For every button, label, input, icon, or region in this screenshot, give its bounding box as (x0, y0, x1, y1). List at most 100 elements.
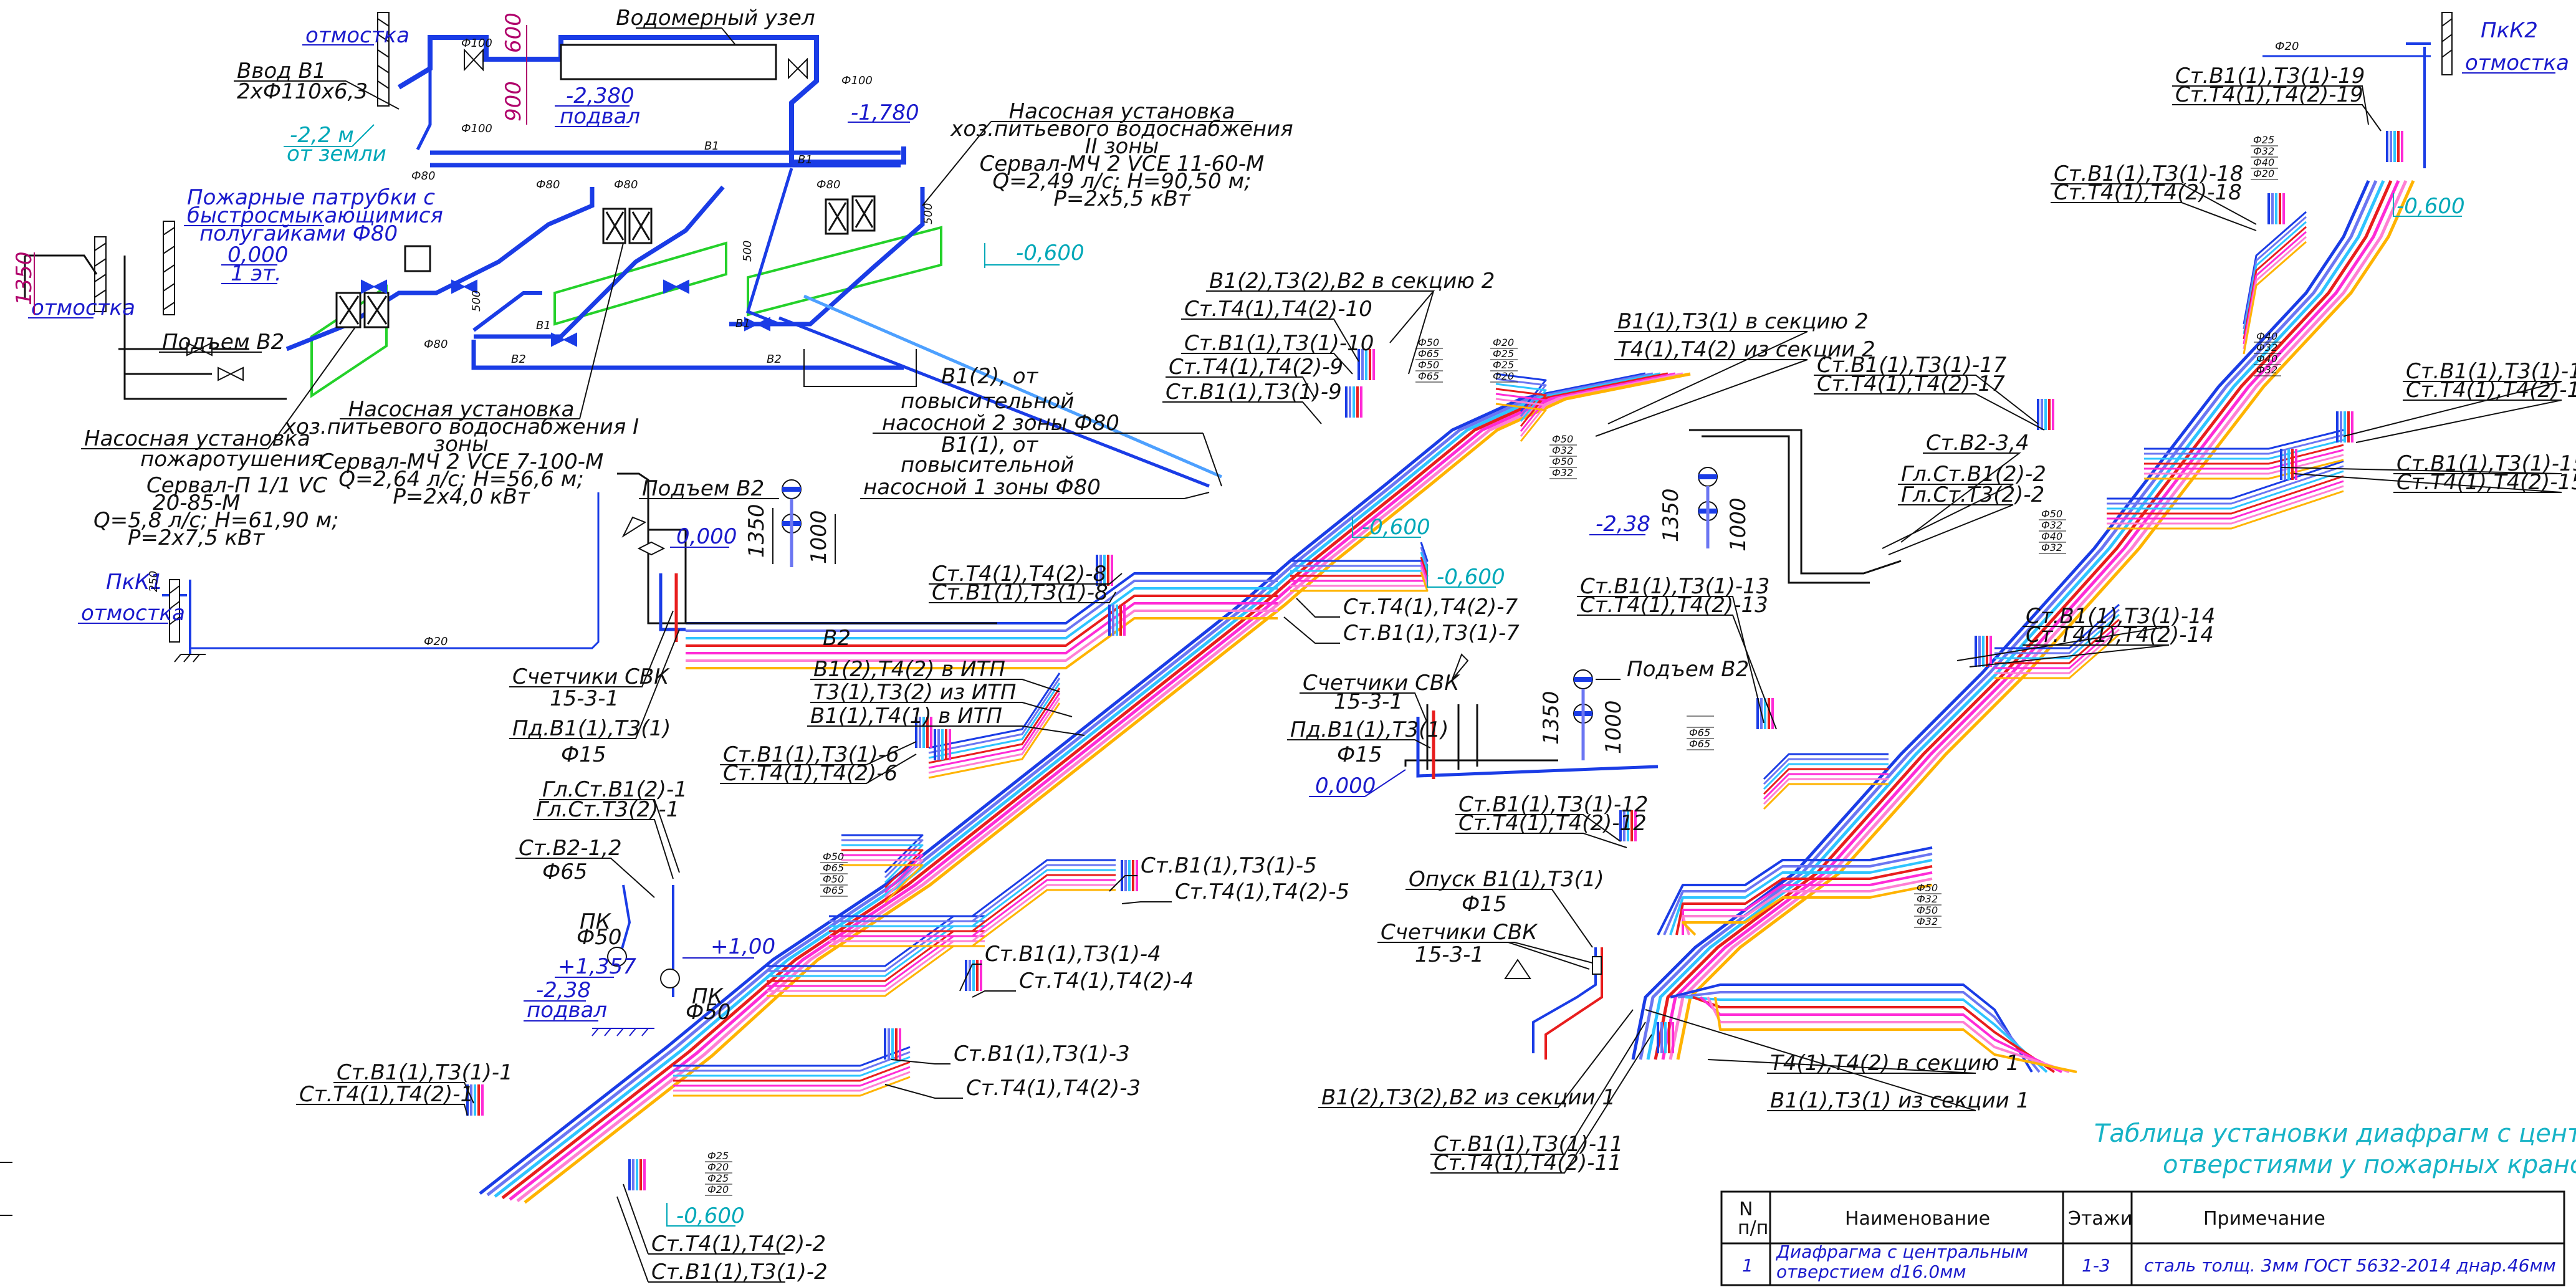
feed-b11-line1: В1(1), от (941, 433, 1039, 457)
meter-number: 15-3-1 (1415, 942, 1484, 967)
table-title-1: Таблица установки диафрагм с центральным… (2094, 1119, 2576, 1148)
pipe-t4-2-branch (1495, 403, 1547, 442)
label-b1-12: Ст.В1(1),Т3(1)-12 (1458, 792, 1648, 817)
label-b1-16: Ст.В1(1),Т3(1)-16 (2406, 359, 2576, 384)
diameter-label: Ф32 (1917, 893, 1938, 905)
drop-label: Опуск В1(1),Т3(1) (1409, 867, 1604, 892)
pipe-t4 (686, 610, 1278, 662)
dim-label: 600 (501, 12, 526, 53)
table-title-2: отверстиями у пожарных кранов (2163, 1151, 2576, 1179)
pipe-b2 (686, 580, 1278, 632)
fire-inlets-label-1: Пожарные патрубки с (187, 185, 435, 210)
pk-diameter: Ф50 (686, 1000, 731, 1025)
label-t4-1: Ст.Т4(1),Т4(2)-1 (299, 1082, 474, 1107)
table-col-n: N (1739, 1198, 1753, 1220)
label-f65: Ф65 (542, 859, 588, 884)
label-itp-t31: Т3(1),Т3(2) из ИТП (813, 680, 1017, 705)
b2-line-label: В2 (767, 353, 782, 366)
label-t4-sec1: Т4(1),Т4(2) в секцию 1 (1770, 1051, 2019, 1076)
pipe-t4-branch (928, 697, 1061, 774)
pipe-t4-branch (829, 884, 1116, 942)
label-sec1-return: В1(2),Т3(2),В2 из секции 1 (1321, 1085, 1616, 1110)
diameter-label: Ф32 (1552, 467, 1573, 479)
depth-label: -2,2 м (290, 123, 354, 148)
dim-label: 1350 (12, 251, 37, 305)
table-row1-n: 1 (1742, 1255, 1753, 1276)
diameter-label: Ф40 (2041, 530, 2062, 542)
pipe-t3-branch (928, 687, 1061, 764)
fire-pump-title: Насосная установка (84, 426, 310, 451)
pipe-t4 (1707, 997, 2070, 1073)
fire-pump-power: P=2х7,5 кВт (128, 525, 265, 550)
pipe-t4-2 (1676, 179, 2415, 1060)
b2-line-label: В2 (511, 353, 526, 366)
dim-label: 250 (147, 571, 160, 592)
level-label: 0,000 (1315, 773, 1376, 798)
label-gl-b12-2: Гл.Ст.В1(2)-2 (1901, 462, 2046, 487)
dim-label: 500 (470, 290, 483, 312)
pipe-t3-branch (1495, 388, 1547, 427)
label-b1-7: Ст.В1(1),Т3(1)-7 (1343, 621, 1520, 646)
pipe-t3-2-branch (1763, 773, 1889, 800)
pipe-t4-2-branch (2144, 459, 2344, 480)
main-pipe-bundle (479, 372, 1691, 1204)
pipe-b1-2-branch (928, 682, 1061, 759)
label-b1-sec2: В1(1),Т3(1) в секцию 2 (1617, 309, 1869, 334)
dia-label: Ф100 (461, 37, 492, 50)
pipe-b1-branch (1290, 542, 1429, 562)
diameter-label: Ф32 (1917, 916, 1938, 927)
pk2-label: ПкК2 (2481, 18, 2538, 43)
table-row1-note: сталь толщ. 3мм ГОСТ 5632-2014 днар.46мм (2144, 1255, 2556, 1276)
label-t4-3: Ст.Т4(1),Т4(2)-3 (966, 1076, 1141, 1101)
label-sec2-supply: В1(2),Т3(2),В2 в секцию 2 (1209, 269, 1495, 294)
pipe-b2-branch (2107, 465, 2344, 505)
water-meter-node: В1 В1 Ф100 Ф100 Ф100 Ф80 Водомерный узел… (234, 6, 919, 183)
dia-label: Ф80 (816, 178, 840, 191)
pipe-t4-branch (673, 1071, 911, 1092)
dia-label: Ф100 (841, 74, 873, 87)
pipe-b1-branch (1763, 753, 1889, 780)
pipe-t4-2-branch (2107, 490, 2344, 530)
pk-label: ПК (692, 984, 724, 1009)
dia-label: Ф20 (424, 635, 448, 648)
dia-label: Ф100 (461, 122, 492, 135)
fire-pump-purpose: пожаротушения (140, 447, 323, 472)
feed-b11-line2: повысительной (901, 452, 1074, 477)
pipe-b1 (479, 372, 1646, 1195)
diameter-label: Ф65 (1418, 370, 1439, 382)
b1-line-label: В1 (704, 140, 719, 153)
diameter-label: Ф50 (1418, 359, 1439, 371)
pipe-t3-branch (673, 1061, 911, 1082)
level-label: -0,600 (676, 1203, 745, 1228)
label-t4-4: Ст.Т4(1),Т4(2)-4 (1019, 969, 1194, 993)
pipe-t3-2-branch (841, 854, 924, 894)
level-label: -2,38 (1596, 512, 1650, 537)
pipe-t3 (1675, 865, 1933, 935)
diameter-label: Ф65 (1418, 348, 1439, 360)
diameter-label: Ф65 (1689, 727, 1710, 739)
pump1-model: Сервал-МЧ 2 VCE 7-100-М (319, 449, 604, 474)
level-label: +1,00 (711, 934, 775, 959)
fire-pump-model: Сервал-П 1/1 VC (146, 473, 327, 498)
feed-b12-line2: повысительной (901, 389, 1074, 414)
pipe-t3-branch (829, 874, 1116, 932)
b1-line-label: В1 (798, 153, 813, 166)
pipe-t3-2-branch (829, 879, 1116, 937)
pipe-b1-2 (1646, 179, 2385, 1060)
pipe-b1-2-branch (1495, 383, 1547, 422)
pump1-zone: зоны (434, 432, 489, 457)
pipe-t3-2 (1661, 179, 2400, 1060)
level-label: +1,357 (558, 954, 636, 979)
level-label: -0,600 (1016, 241, 1085, 266)
basement-label: подвал (527, 998, 607, 1023)
b1-line-label: В1 (735, 317, 750, 330)
fire-pump-flow: Q=5,8 л/с; H=61,90 м; (93, 508, 339, 533)
pipe-t3-2 (686, 602, 1278, 654)
pipe-b2-branch (1994, 608, 2120, 654)
pipe-b1-2 (686, 587, 1278, 639)
pipe-b1-branch (1994, 603, 2120, 649)
dia-label: Ф80 (424, 338, 448, 351)
drain-diameter: Ф15 (561, 742, 606, 767)
dia-label: Ф80 (411, 170, 435, 183)
pipe-b1-2-branch (2107, 470, 2344, 510)
